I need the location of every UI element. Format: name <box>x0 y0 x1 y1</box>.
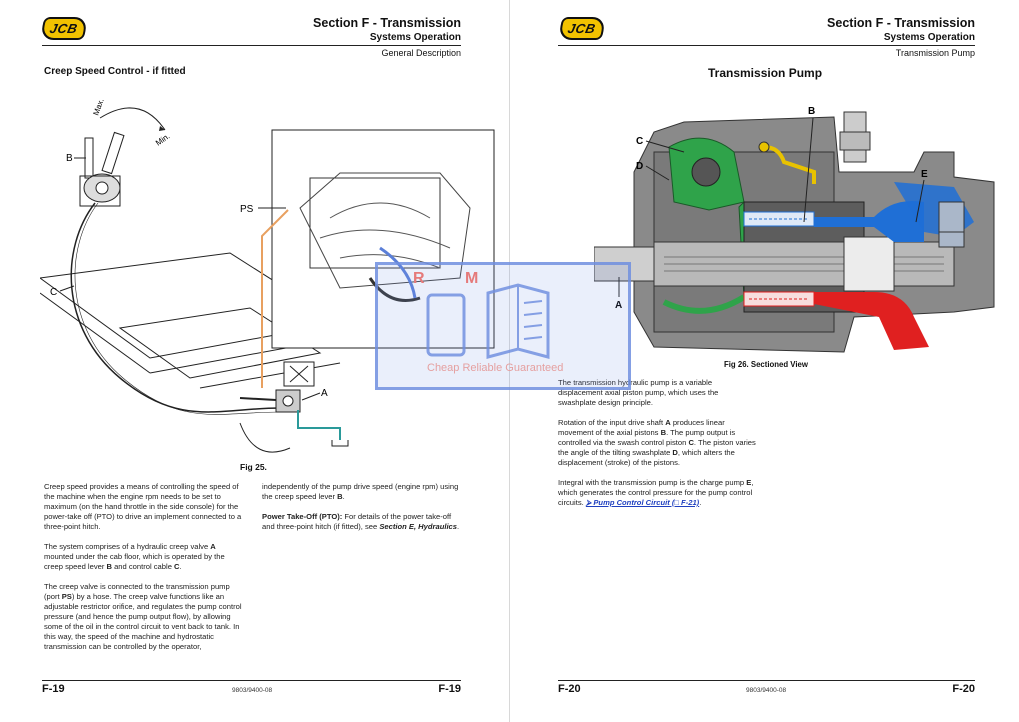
jcb-logo: JCB <box>39 17 88 40</box>
pump-control-circuit-link[interactable]: ⮚ Pump Control Circuit (□ F-21) <box>585 498 700 507</box>
header-rule <box>42 45 461 46</box>
watermark-text: R M <box>413 270 497 287</box>
paragraph: Rotation of the input drive shaft A prod… <box>558 418 756 467</box>
figure-caption: Fig 25. <box>240 462 267 472</box>
page-heading: Transmission Pump <box>708 66 823 80</box>
right-page: JCB Section F - Transmission Systems Ope… <box>510 0 1019 722</box>
left-column-text: Creep speed provides a means of controll… <box>44 482 242 662</box>
max-label: Max. <box>91 97 105 116</box>
pump-sectioned-view: B C D E A <box>594 106 995 353</box>
page-number-right: F-19 <box>438 683 461 695</box>
min-label: Min. <box>154 132 172 148</box>
label-a: A <box>615 300 622 311</box>
jcb-logo: JCB <box>557 17 606 40</box>
footer-rule <box>558 680 975 681</box>
label-e: E <box>921 169 928 180</box>
inset-detail-box <box>271 129 495 349</box>
paragraph: Integral with the transmission pump is t… <box>558 478 754 507</box>
page-spine <box>509 0 510 722</box>
watermark-box <box>375 262 631 390</box>
footer-rule <box>42 680 461 681</box>
label-d: D <box>636 161 643 172</box>
label-c: C <box>50 287 57 298</box>
label-c: C <box>636 136 643 147</box>
page-number-left: F-19 <box>42 683 65 695</box>
section-title: Section F - Transmission <box>827 16 975 30</box>
page-number-left: F-20 <box>558 683 581 695</box>
right-column-text: independently of the pump drive speed (e… <box>262 482 462 542</box>
paragraph: Creep speed provides a means of controll… <box>44 482 242 531</box>
label-ps: PS <box>240 204 254 215</box>
body-text: The transmission hydraulic pump is a var… <box>558 378 758 518</box>
page-number-right: F-20 <box>952 683 975 695</box>
section-description: Transmission Pump <box>895 48 975 58</box>
paragraph: independently of the pump drive speed (e… <box>262 482 459 501</box>
creep-lever-b <box>79 131 125 207</box>
section-title: Section F - Transmission <box>313 16 461 30</box>
creep-speed-figure: Max. Min. B C PS A <box>40 97 495 453</box>
doc-number: 9803/9400-08 <box>746 687 787 694</box>
label-b: B <box>66 153 73 164</box>
header-rule <box>558 45 975 46</box>
watermark-tagline: Cheap Reliable Guaranteed <box>427 362 564 374</box>
figure-caption: Fig 26. Sectioned View <box>724 360 808 369</box>
section-description: General Description <box>381 48 461 58</box>
paragraph: The creep valve is connected to the tran… <box>44 582 242 651</box>
paragraph: The system comprises of a hydraulic cree… <box>44 542 225 571</box>
section-subtitle: Systems Operation <box>369 32 461 43</box>
doc-number: 9803/9400-08 <box>232 687 273 694</box>
label-b: B <box>808 106 815 117</box>
label-a: A <box>321 388 328 399</box>
paragraph: The transmission hydraulic pump is a var… <box>558 378 719 407</box>
paragraph: Power Take-Off (PTO): For details of the… <box>262 512 460 531</box>
left-page: JCB Section F - Transmission Systems Ope… <box>0 0 509 722</box>
watermark-icon <box>426 283 550 359</box>
section-subtitle: Systems Operation <box>883 32 975 43</box>
charge-pump-e <box>938 201 965 248</box>
creep-valve-a <box>239 361 349 453</box>
page-heading: Creep Speed Control - if fitted <box>44 66 186 77</box>
